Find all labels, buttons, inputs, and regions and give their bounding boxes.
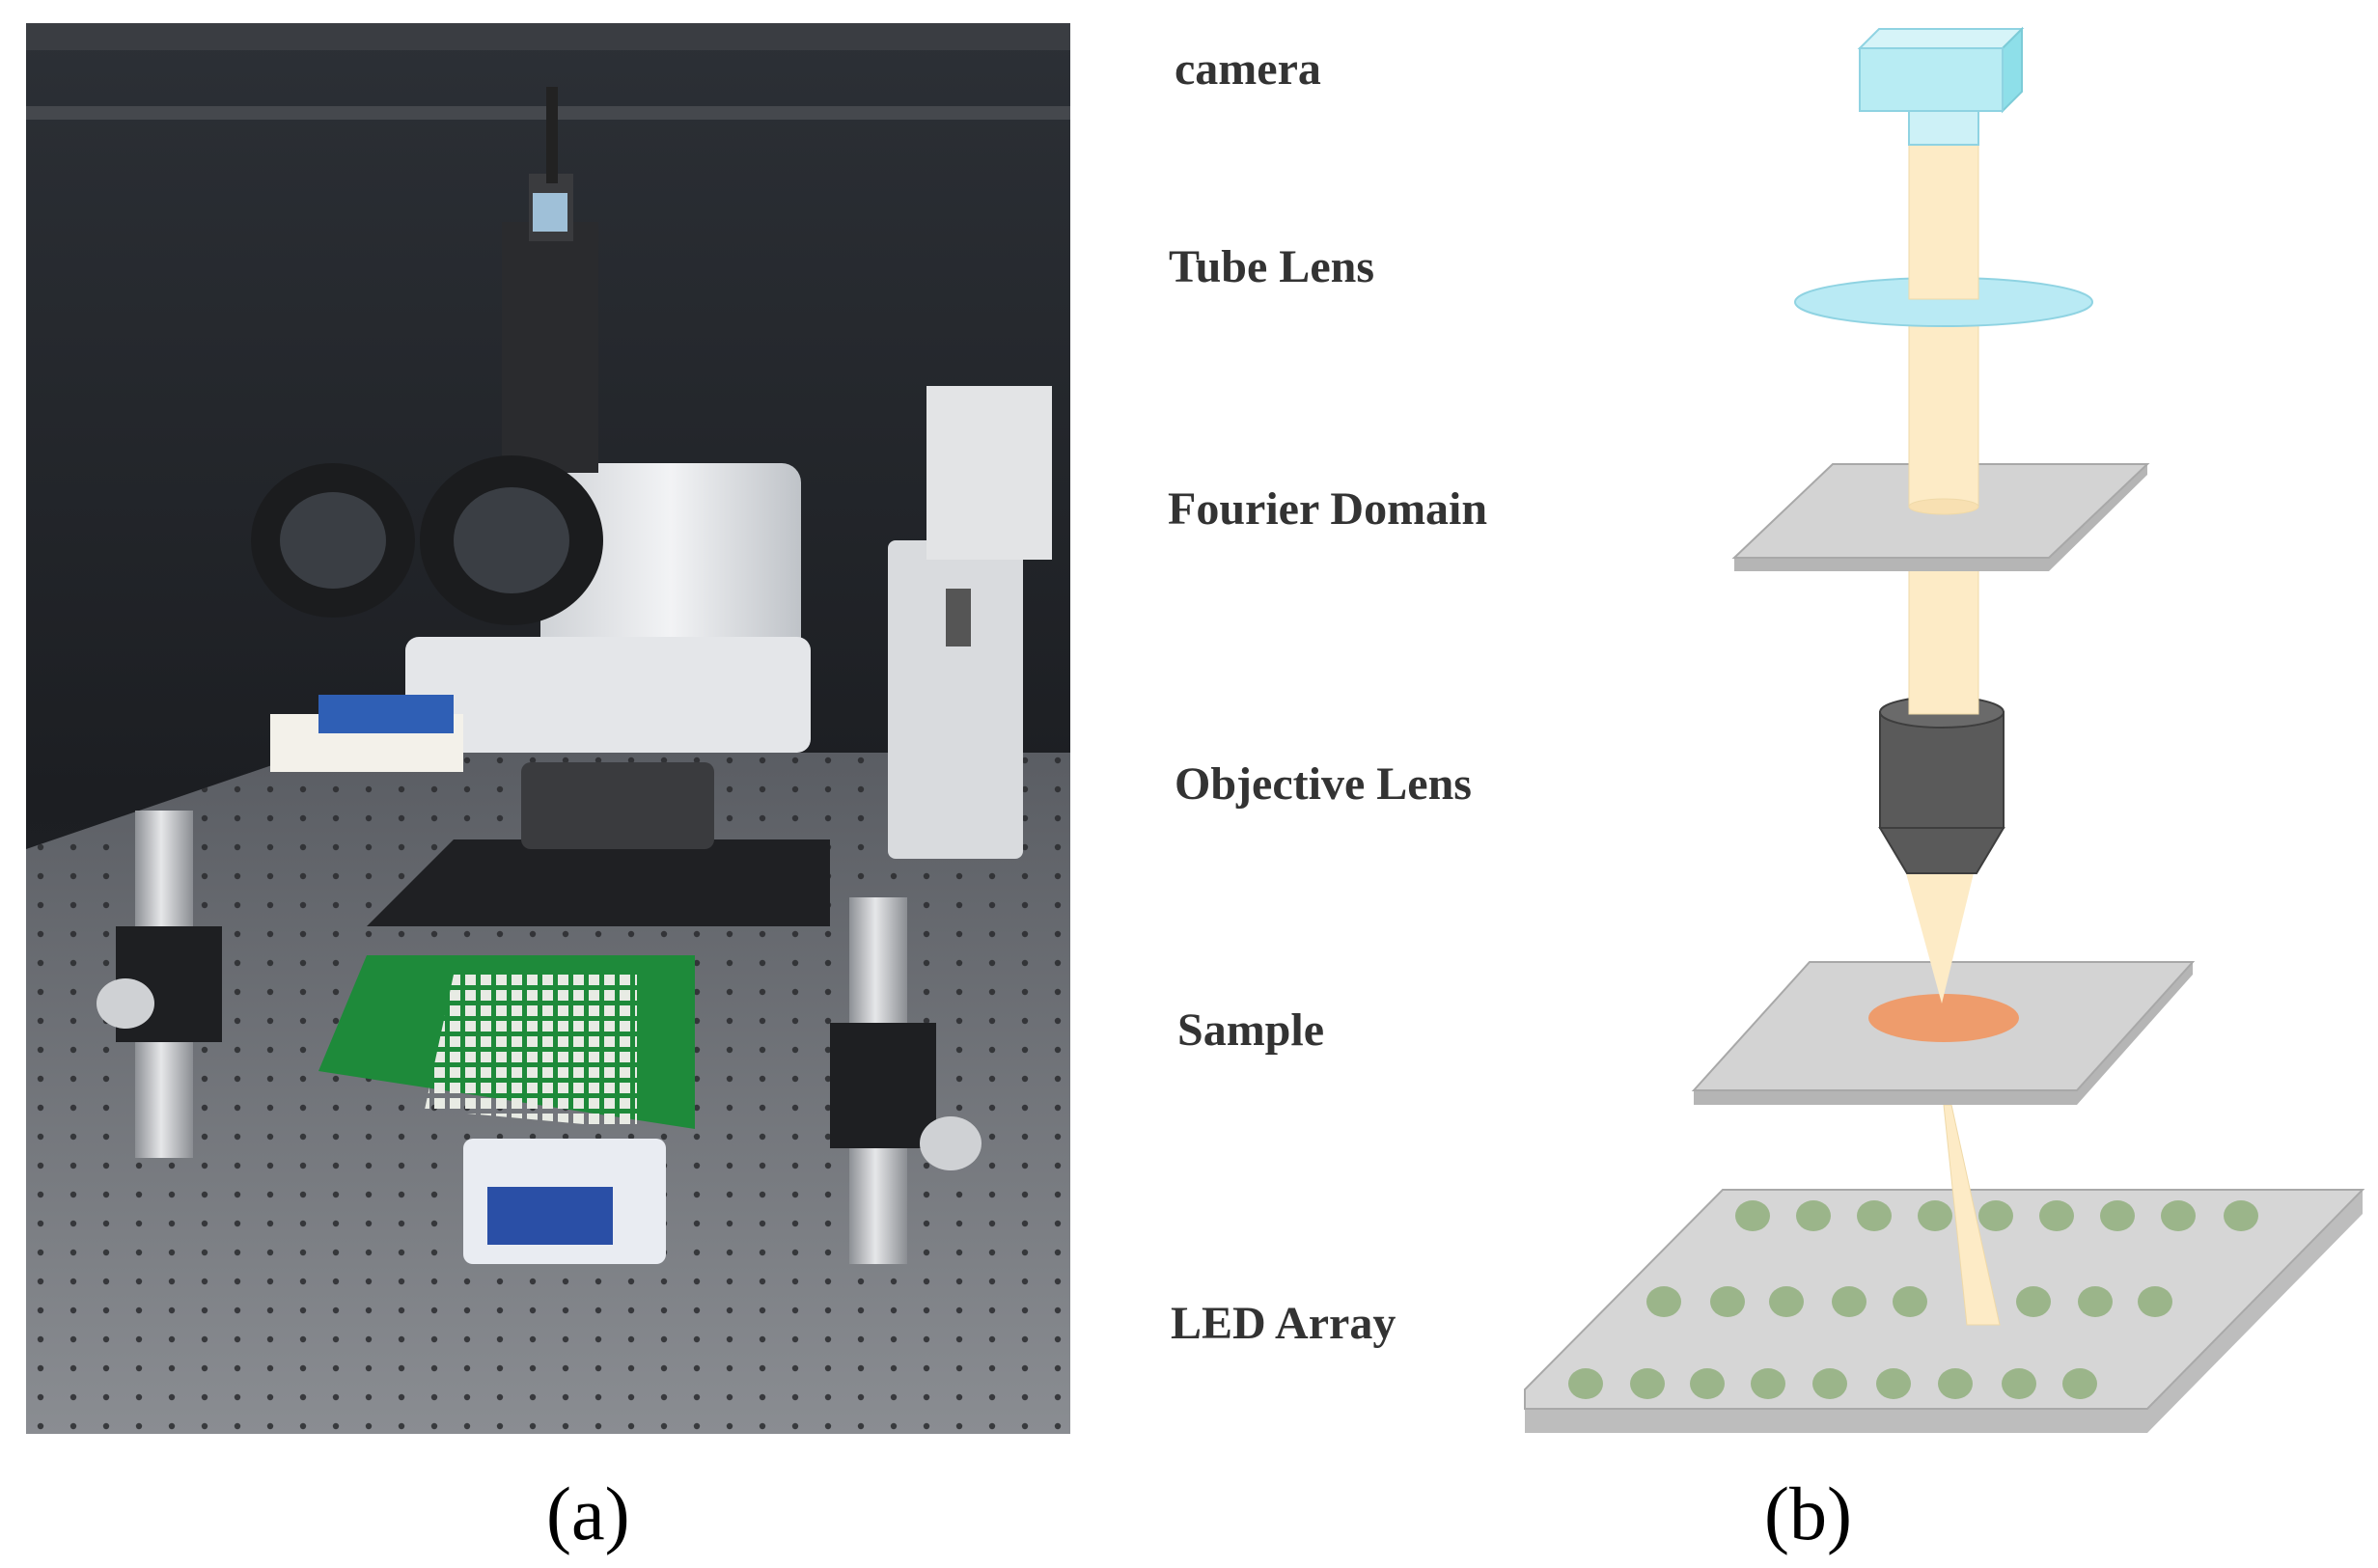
led-dot <box>1568 1368 1603 1399</box>
led-dot <box>2039 1200 2074 1231</box>
focus-cone <box>1906 873 1974 1004</box>
beam-segment-middle <box>1908 313 1979 508</box>
led-dot <box>1857 1200 1892 1231</box>
led-dot <box>2138 1286 2172 1317</box>
led-dot <box>1751 1368 1785 1399</box>
led-dot <box>1938 1368 1973 1399</box>
led-dot <box>2161 1200 2196 1231</box>
beam-segment-lower <box>1908 568 1979 715</box>
beam-segment-upper <box>1908 139 1979 300</box>
led-dot <box>1710 1286 1745 1317</box>
led-dots <box>1568 1200 2258 1399</box>
led-dot <box>2016 1286 2051 1317</box>
label-camera: camera <box>1175 43 1321 95</box>
objective-lens-shape <box>1878 696 2005 874</box>
led-dot <box>1832 1286 1866 1317</box>
microscope-photo <box>26 23 1070 1434</box>
panel-label-a: (a) <box>546 1472 630 1555</box>
label-sample: Sample <box>1177 1004 1324 1056</box>
label-tube-lens: Tube Lens <box>1169 241 1374 292</box>
led-dot <box>2062 1368 2097 1399</box>
led-dot <box>1893 1286 1927 1317</box>
label-fourier-domain: Fourier Domain <box>1168 483 1487 535</box>
panel-label-b: (b) <box>1764 1472 1852 1555</box>
label-objective-lens: Objective Lens <box>1175 758 1472 810</box>
led-dot <box>2002 1368 2036 1399</box>
led-dot <box>2078 1286 2113 1317</box>
led-dot <box>2224 1200 2258 1231</box>
led-dot <box>1918 1200 1952 1231</box>
led-dot <box>1978 1200 2013 1231</box>
led-dot <box>1630 1368 1665 1399</box>
led-dot <box>2100 1200 2135 1231</box>
label-led-array: LED Array <box>1171 1298 1396 1349</box>
led-dot <box>1735 1200 1770 1231</box>
led-dot <box>1769 1286 1804 1317</box>
led-dot <box>1876 1368 1911 1399</box>
led-dot <box>1796 1200 1831 1231</box>
fpm-schematic: camera Tube Lens Fourier Domain Objectiv… <box>1168 26 2365 1433</box>
led-dot <box>1646 1286 1681 1317</box>
led-dot <box>1812 1368 1847 1399</box>
sample-spot <box>1868 994 2019 1042</box>
led-dot <box>1690 1368 1725 1399</box>
camera-shape <box>1857 26 2025 146</box>
